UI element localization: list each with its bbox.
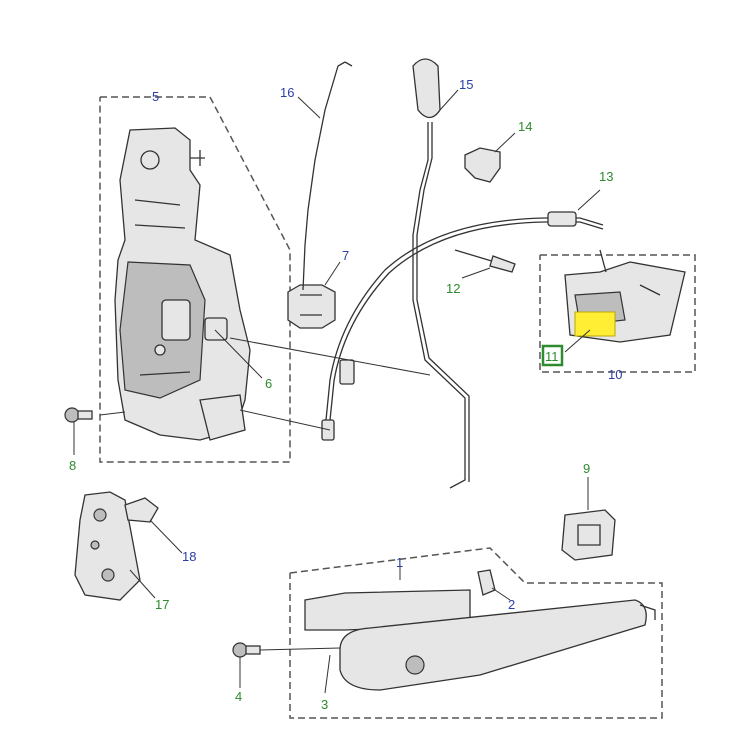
striker-plate-17 [74,491,141,601]
door-latch-assembly [114,127,251,441]
striker-bolt-18 [124,497,159,523]
callout-7: 7 [342,248,349,263]
rod-16 [302,61,346,291]
callout-9: 9 [583,461,590,476]
group-box-5 [99,96,291,463]
callout-6: 6 [265,376,272,391]
callout-12: 12 [446,281,460,296]
leader-7 [324,261,341,286]
leader-15 [439,89,459,111]
leader-13 [577,189,601,211]
callout-2: 2 [508,597,515,612]
pin-12 [454,249,516,273]
cap-9 [561,509,616,561]
highlight-11 [574,311,616,337]
leader-14 [494,132,516,153]
callout-16: 16 [280,85,294,100]
group-box-10 [539,254,696,373]
callout-4: 4 [235,689,242,704]
leader-12 [461,267,491,279]
clip-2 [477,569,496,596]
clip-7 [287,284,336,329]
bracket-assembly-10 [564,249,686,343]
handle-15 [412,58,441,119]
callout-18: 18 [182,549,196,564]
callout-14: 14 [518,119,532,134]
callout-8: 8 [69,458,76,473]
leader-16 [297,96,321,119]
callout-5: 5 [152,89,159,104]
leader-6 [214,329,263,379]
callout-3: 3 [321,697,328,712]
callout-10: 10 [608,367,622,382]
callout-13: 13 [599,169,613,184]
callout-15: 15 [459,77,473,92]
screw-4 [232,642,261,658]
leader-18 [149,519,183,554]
leader-2 [491,587,511,601]
clip-14 [464,147,501,183]
rod-15 [412,122,466,489]
callout-11: 11 [545,349,559,364]
cable-13 [324,217,604,431]
leader-11 [564,329,591,353]
group-box-1 [289,547,663,719]
callout-1: 1 [396,555,403,570]
screw-8 [64,407,93,423]
callout-11-box [541,344,564,367]
callout-17: 17 [155,597,169,612]
exterior-handle-1 [304,589,656,691]
leader-3 [324,654,331,694]
leader-17 [129,569,156,599]
